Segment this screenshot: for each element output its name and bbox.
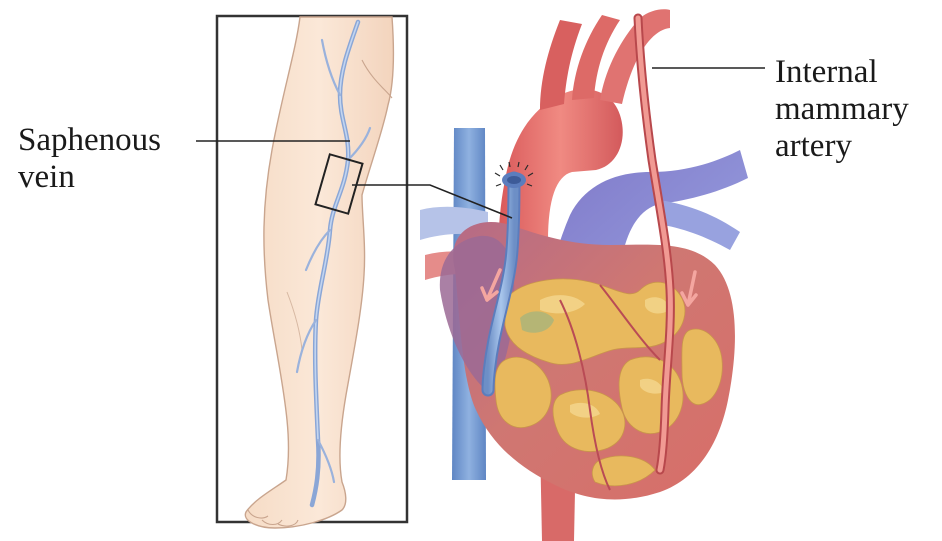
internal-mammary-artery-label: Internal mammary artery — [775, 54, 909, 165]
saphenous-vein-label: Saphenous vein — [18, 122, 161, 196]
saphenous-label-line2: vein — [18, 159, 161, 196]
leg-panel — [217, 16, 407, 528]
mammary-label-line2: mammary — [775, 91, 909, 128]
heart — [420, 9, 748, 541]
mammary-label-line3: artery — [775, 128, 909, 165]
mammary-label-line1: Internal — [775, 54, 909, 91]
pulmonary-artery-right-branch — [658, 200, 740, 250]
saphenous-label-line1: Saphenous — [18, 122, 161, 159]
